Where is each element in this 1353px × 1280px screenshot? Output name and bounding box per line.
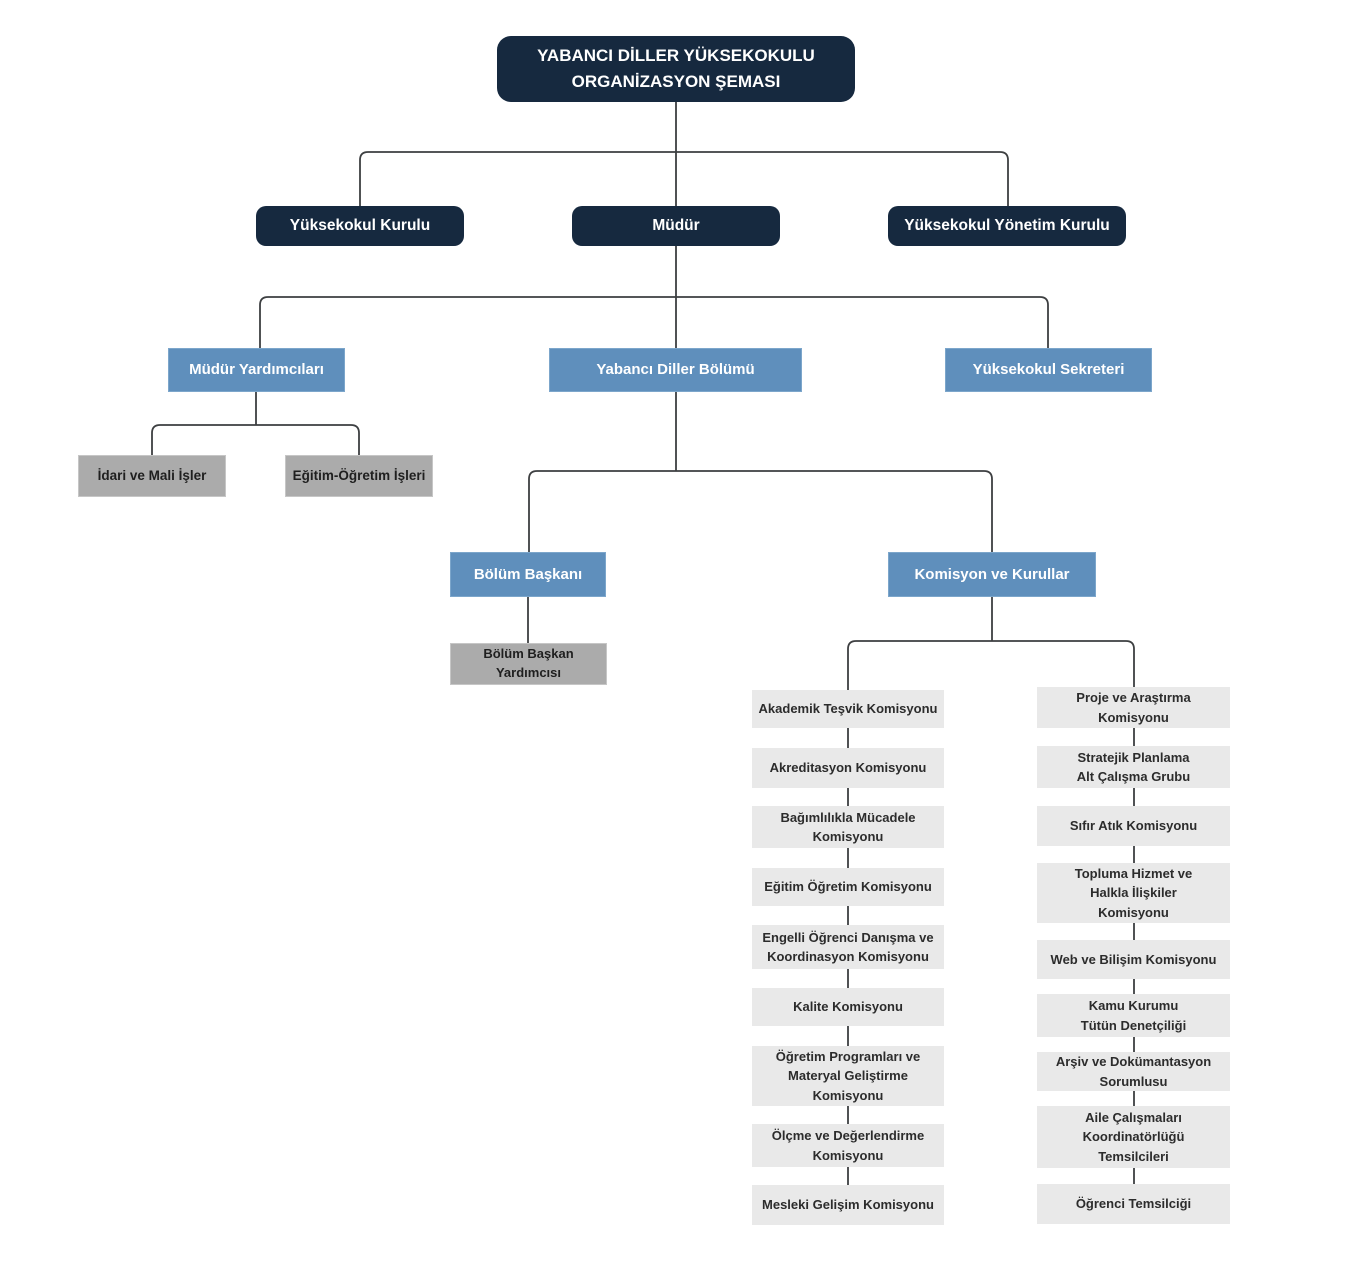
- commission-akreditasyon: Akreditasyon Komisyonu: [752, 748, 944, 788]
- node-yuksekokul-yonetim-kurulu: Yüksekokul Yönetim Kurulu: [888, 206, 1126, 246]
- commission-olcme-degerlendirme: Ölçme ve Değerlendirme Komisyonu: [752, 1124, 944, 1167]
- commission-mesleki-gelisim: Mesleki Gelişim Komisyonu: [752, 1185, 944, 1225]
- node-yuksekokul-sekreteri: Yüksekokul Sekreteri: [945, 348, 1152, 392]
- commission-stratejik-planlama: Stratejik Planlama Alt Çalışma Grubu: [1037, 746, 1230, 788]
- commission-web-bilisim: Web ve Bilişim Komisyonu: [1037, 940, 1230, 979]
- commission-engelli-ogrenci: Engelli Öğrenci Danışma ve Koordinasyon …: [752, 925, 944, 969]
- node-mudur-yardimcilari: Müdür Yardımcıları: [168, 348, 345, 392]
- commission-proje-arastirma: Proje ve Araştırma Komisyonu: [1037, 687, 1230, 728]
- commission-kalite: Kalite Komisyonu: [752, 988, 944, 1026]
- node-komisyon-ve-kurullar: Komisyon ve Kurullar: [888, 552, 1096, 597]
- node-bolum-baskani: Bölüm Başkanı: [450, 552, 606, 597]
- node-egitim-ogretim-isleri: Eğitim-Öğretim İşleri: [285, 455, 433, 497]
- commission-kamu-kurumu-tutun: Kamu Kurumu Tütün Denetçiliği: [1037, 994, 1230, 1037]
- node-bolum-baskan-yardimcisi: Bölüm Başkan Yardımcısı: [450, 643, 607, 685]
- commission-bagimlilikla-mucadele: Bağımlılıkla Mücadele Komisyonu: [752, 806, 944, 848]
- chart-title: YABANCI DİLLER YÜKSEKOKULU ORGANİZASYON …: [497, 36, 855, 102]
- node-yabanci-diller-bolumu: Yabancı Diller Bölümü: [549, 348, 802, 392]
- node-idari-ve-mali-isler: İdari ve Mali İşler: [78, 455, 226, 497]
- commission-topluma-hizmet: Topluma Hizmet ve Halkla İlişkiler Komis…: [1037, 863, 1230, 923]
- node-yuksekokul-kurulu: Yüksekokul Kurulu: [256, 206, 464, 246]
- commission-egitim-ogretim: Eğitim Öğretim Komisyonu: [752, 868, 944, 906]
- commission-sifir-atik: Sıfır Atık Komisyonu: [1037, 806, 1230, 846]
- commission-akademik-tesvik: Akademik Teşvik Komisyonu: [752, 690, 944, 728]
- node-mudur: Müdür: [572, 206, 780, 246]
- commission-arsiv-dokumantasyon: Arşiv ve Dokümantasyon Sorumlusu: [1037, 1052, 1230, 1091]
- commission-ogretim-programlari: Öğretim Programları ve Materyal Geliştir…: [752, 1046, 944, 1106]
- commission-aile-calismalari: Aile Çalışmaları Koordinatörlüğü Temsilc…: [1037, 1106, 1230, 1168]
- commission-ogrenci-temsilcigi: Öğrenci Temsilciği: [1037, 1184, 1230, 1224]
